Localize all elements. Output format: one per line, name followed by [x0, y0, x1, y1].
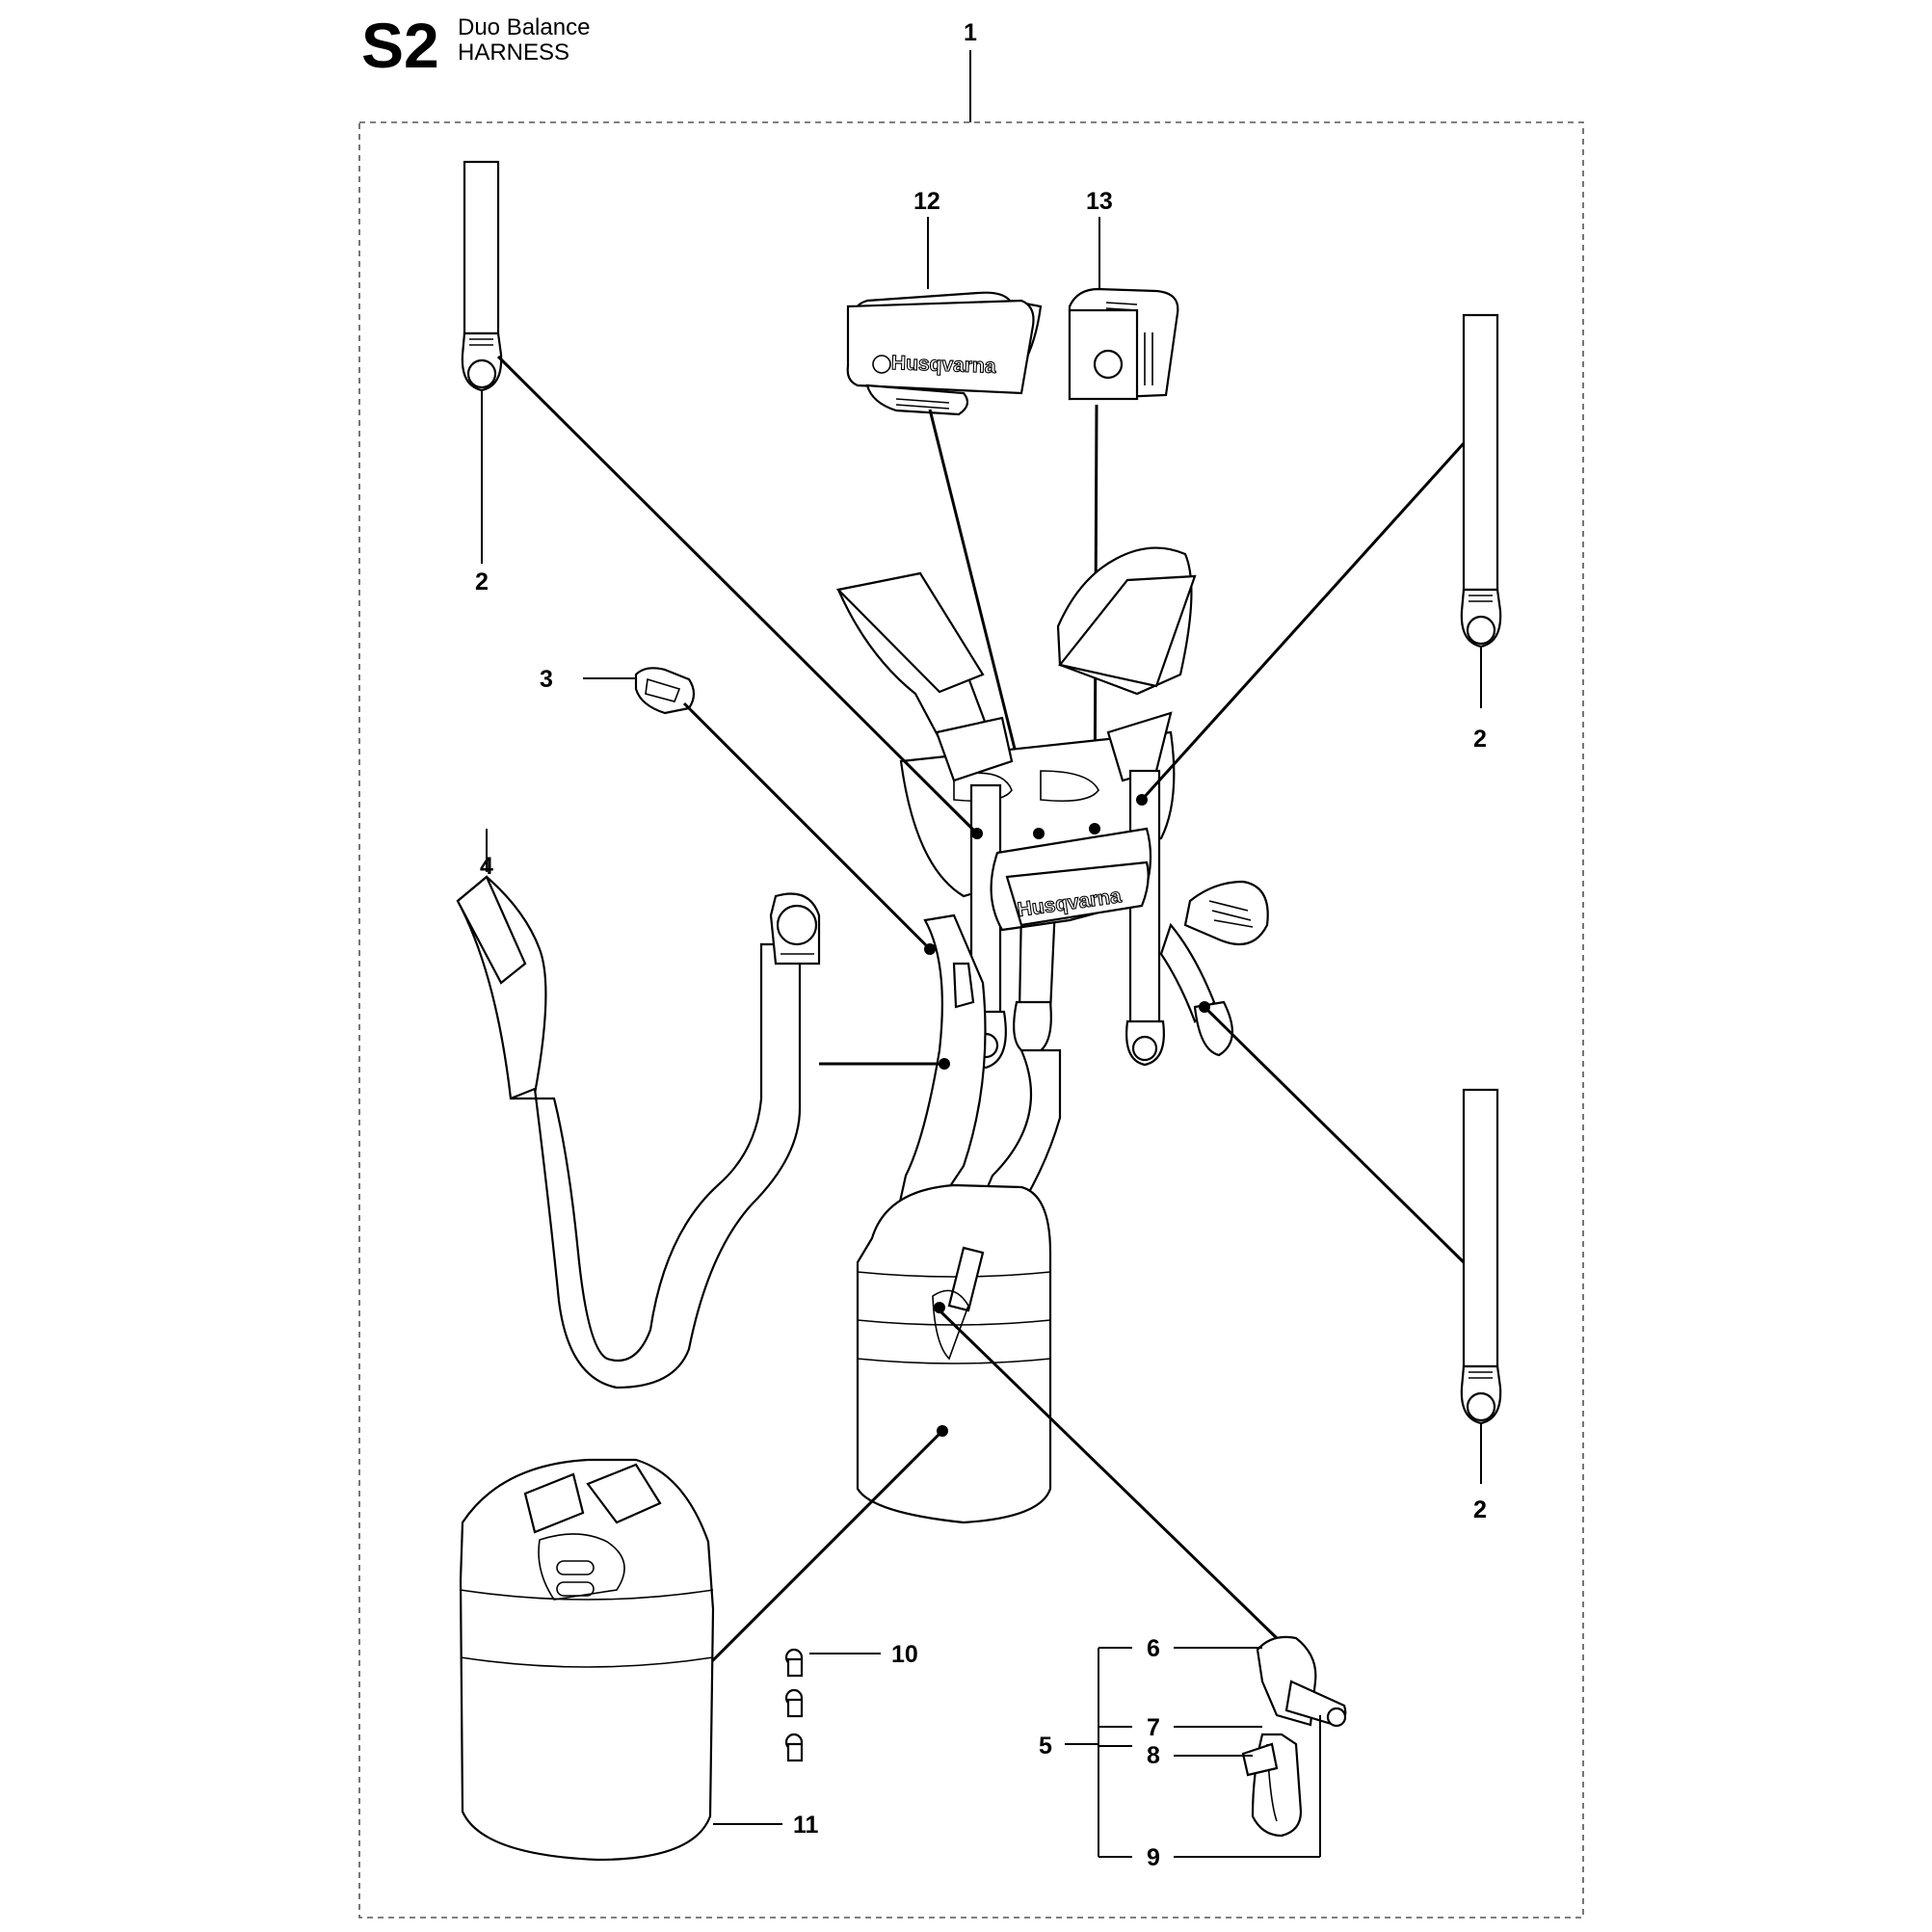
callout-3: 3 — [540, 666, 553, 693]
callout-1: 1 — [964, 19, 977, 46]
leader-11-body — [709, 1429, 944, 1664]
screws-10 — [784, 1648, 804, 1762]
point-hook — [934, 1302, 945, 1313]
callout-2-right-lower: 2 — [1473, 1496, 1487, 1523]
point-cover-left — [1033, 828, 1045, 839]
model-name: Duo Balance — [458, 14, 590, 40]
callout-4: 4 — [480, 853, 493, 880]
callout-11: 11 — [793, 1812, 819, 1839]
strap-top-left — [461, 160, 503, 392]
callout-8: 8 — [1147, 1742, 1160, 1769]
point-cover-right — [1089, 823, 1100, 834]
hook-assembly — [1241, 1635, 1347, 1838]
leader-2-right-upper-diag — [1140, 441, 1466, 802]
leader-2-top-left-diag — [496, 355, 979, 835]
callout-9: 9 — [1147, 1844, 1160, 1871]
callout-2-top-left: 2 — [475, 569, 489, 595]
callout-2-bottom-right: 2 — [1473, 1496, 1487, 1523]
cover-right-13 — [1068, 287, 1179, 401]
callout-5: 5 — [1039, 1733, 1052, 1760]
point-buckle — [924, 943, 936, 955]
strap-right-lower — [1460, 1088, 1502, 1425]
callout-13: 13 — [1086, 188, 1113, 215]
brand-text-cover-left: Husqvarna — [891, 352, 997, 378]
leader-2-bottom-right — [1203, 1005, 1466, 1264]
back-cover-11 — [459, 1458, 715, 1862]
section-code: S2 — [361, 10, 439, 81]
callout-7: 7 — [1147, 1714, 1160, 1741]
strap-right-upper — [1460, 313, 1502, 648]
leader-3 — [682, 701, 932, 951]
assembly-boundary — [358, 121, 1584, 1919]
cover-left-12: Husqvarna — [846, 291, 1043, 416]
hip-pad-loop — [769, 892, 821, 966]
harness-body: Husqvarna — [835, 546, 1269, 1250]
backpack-body — [856, 1183, 1052, 1524]
callout-12: 12 — [913, 188, 940, 215]
point-hip-pad — [939, 1058, 950, 1070]
diagram-title: HARNESS — [458, 40, 569, 66]
callout-10: 10 — [891, 1641, 918, 1668]
hip-pad-4 — [456, 875, 802, 1389]
buckle-3 — [634, 667, 696, 715]
callout-2-right-upper: 2 — [1473, 726, 1487, 753]
callout-6: 6 — [1147, 1635, 1160, 1662]
leader-hook — [938, 1309, 1279, 1640]
